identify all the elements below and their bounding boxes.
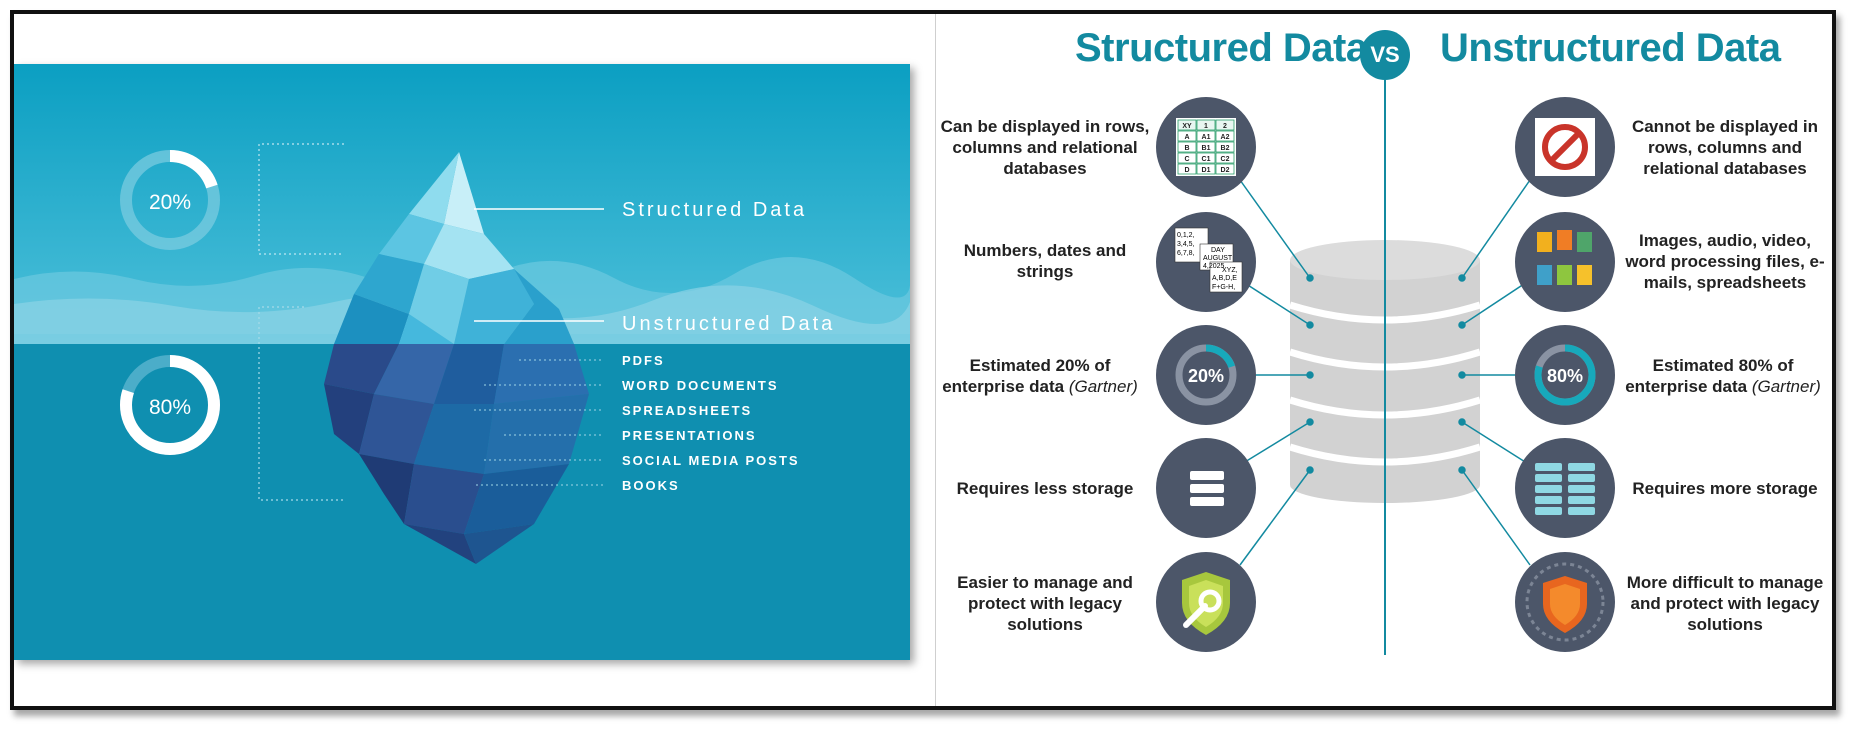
- strings-line: AUGUST: [1203, 255, 1233, 262]
- shield-gears-icon: [1515, 552, 1615, 652]
- table-cell-label: A2: [1221, 134, 1230, 141]
- percent-donut-icon: 80%: [1515, 325, 1615, 425]
- list-item: SPREADSHEETS: [622, 403, 752, 418]
- list-item: PRESENTATIONS: [622, 428, 757, 443]
- table-cell-label: B: [1184, 145, 1189, 152]
- left-row-text: Can be displayed in rows, columns and re…: [940, 117, 1150, 178]
- database-icon: [1288, 240, 1482, 503]
- iceberg-tip: [334, 152, 574, 344]
- table-cell-label: C: [1184, 156, 1189, 163]
- table-cell-label: 1: [1204, 123, 1208, 130]
- table-cell-label: D: [1184, 167, 1189, 174]
- left-row-text: Easier to manage and protect with legacy…: [957, 573, 1133, 634]
- left-row-text-main: Estimated 20% of enterprise data: [942, 356, 1111, 396]
- comparison-diagram: XY 1 2A A1 A2B B1 B2C C1 C2D D1 D2 0,1,2, 3,4,5, 6…: [1156, 80, 1615, 655]
- left-donut-value: 20%: [1188, 366, 1224, 386]
- table-cell-label: D1: [1202, 167, 1211, 174]
- table-cell-label: XY: [1182, 123, 1192, 130]
- table-cell: [1177, 141, 1197, 153]
- table-cell: [1196, 152, 1216, 164]
- list-item: PDFS: [622, 353, 665, 368]
- bottom-bracket: [258, 306, 344, 501]
- table-cell-label: 2: [1223, 123, 1227, 130]
- table-cell: [1196, 130, 1216, 142]
- vs-badge: VS: [1360, 30, 1410, 80]
- left-row-text: Estimated 20% of enterprise data (Gartne…: [935, 355, 1145, 397]
- structured-label: Structured Data: [622, 199, 807, 221]
- table-cell: [1177, 119, 1197, 131]
- right-row-text: Cannot be displayed in rows, columns and…: [1631, 117, 1819, 178]
- strings-line: 6,7,8,: [1177, 250, 1195, 257]
- strings-line: 4,2025: [1203, 263, 1225, 270]
- data-strings-icon: 0,1,2, 3,4,5, 6,7,8, DAY AUGUST 4,2025 X…: [1156, 212, 1256, 312]
- left-row-text: Requires less storage: [956, 479, 1134, 498]
- table-cell: [1215, 141, 1235, 153]
- percent-donut-icon: 20%: [1156, 325, 1256, 425]
- table-cell-label: A1: [1202, 134, 1211, 141]
- table-cell: [1196, 119, 1216, 131]
- connector-lines: [1239, 179, 1531, 566]
- table-cell: [1177, 130, 1197, 142]
- strings-line: 0,1,2,: [1177, 232, 1195, 239]
- iceberg-panel: 20% 80% Structured Data Unstructured Dat…: [14, 64, 910, 660]
- panel-divider: [935, 14, 936, 706]
- top-bracket: [258, 143, 344, 255]
- shield-wrench-icon: [1156, 552, 1256, 652]
- large-server-icon: [1515, 438, 1615, 538]
- strings-line: F+G-H,: [1212, 284, 1235, 291]
- table-cell: [1177, 152, 1197, 164]
- left-row-text: Numbers, dates and strings: [963, 241, 1127, 281]
- table-cell: [1196, 163, 1216, 175]
- right-row-text: Estimated 80% of enterprise data (Gartne…: [1618, 355, 1828, 397]
- table-cell-label: C2: [1221, 156, 1230, 163]
- list-item: SOCIAL MEDIA POSTS: [622, 453, 800, 468]
- table-cell-label: D2: [1221, 167, 1230, 174]
- right-donut-value: 80%: [1547, 366, 1583, 386]
- iceberg-illustration: 20% 80% Structured Data Unstructured Dat…: [14, 64, 910, 660]
- table-cell: [1177, 163, 1197, 175]
- top-percent-label: 20%: [149, 191, 191, 214]
- structured-title: Structured Data: [1075, 26, 1368, 70]
- right-row-text: More difficult to manage and protect wit…: [1626, 573, 1824, 634]
- bottom-percent-label: 80%: [149, 396, 191, 419]
- table-cell-label: C1: [1202, 156, 1211, 163]
- table-cell: [1215, 152, 1235, 164]
- strings-line: XYZ,: [1222, 267, 1238, 274]
- table-cell: [1215, 130, 1235, 142]
- unstructured-label: Unstructured Data: [622, 313, 835, 335]
- table-cell: [1215, 163, 1235, 175]
- table-cell: [1215, 119, 1235, 131]
- bottom-percent-donut: 80%: [120, 355, 220, 455]
- table-grid-icon: XY 1 2A A1 A2B B1 B2C C1 C2D D1 D2: [1156, 97, 1256, 197]
- strings-line: DAY: [1211, 247, 1225, 254]
- right-row-text-main: Estimated 80% of enterprise data: [1625, 356, 1794, 396]
- no-table-icon: [1515, 97, 1615, 197]
- table-cell-label: A: [1184, 134, 1189, 141]
- unstructured-title: Unstructured Data: [1440, 26, 1781, 70]
- list-item: BOOKS: [622, 478, 680, 493]
- small-server-icon: [1156, 438, 1256, 538]
- right-row-text: Requires more storage: [1632, 479, 1818, 498]
- table-cell-label: B2: [1221, 145, 1230, 152]
- table-cell-label: B1: [1202, 145, 1211, 152]
- left-row-text-note: (Gartner): [1068, 377, 1138, 396]
- list-item: WORD DOCUMENTS: [622, 378, 779, 393]
- file-types-icon: [1515, 212, 1615, 312]
- unstructured-items-list: PDFS WORD DOCUMENTS SPREADSHEETS PRESENT…: [474, 353, 800, 493]
- top-percent-donut: 20%: [120, 150, 220, 250]
- iceberg-base: [324, 344, 589, 564]
- right-row-text-note: (Gartner): [1751, 377, 1821, 396]
- table-cell: [1196, 141, 1216, 153]
- strings-line: A,B,D,E: [1212, 275, 1237, 282]
- right-row-text: Images, audio, video, word processing fi…: [1625, 231, 1825, 292]
- strings-line: 3,4,5,: [1177, 241, 1195, 248]
